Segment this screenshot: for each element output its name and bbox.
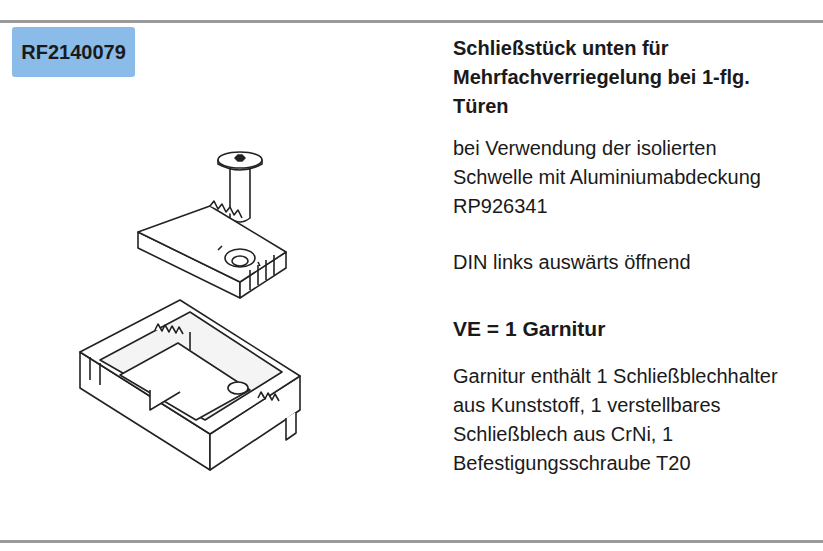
top-rule xyxy=(0,20,823,23)
opening-direction: DIN links auswärts öffnend xyxy=(453,248,798,277)
packaging-unit: VE = 1 Garnitur xyxy=(453,314,798,343)
screw-drawing xyxy=(218,152,262,222)
bottom-rule xyxy=(0,540,823,543)
heading: Schließstück unten für Mehrfachverriegel… xyxy=(453,34,793,121)
holder-drawing xyxy=(80,300,300,470)
usage-note: bei Verwendung der isolierten Schwelle m… xyxy=(453,134,798,221)
contents-note: Garnitur enthält 1 Schließblechhalter au… xyxy=(453,362,798,478)
part-number-box: RF2140079 xyxy=(12,27,135,77)
part-number: RF2140079 xyxy=(21,41,135,64)
strike-plate-drawing xyxy=(138,201,286,298)
